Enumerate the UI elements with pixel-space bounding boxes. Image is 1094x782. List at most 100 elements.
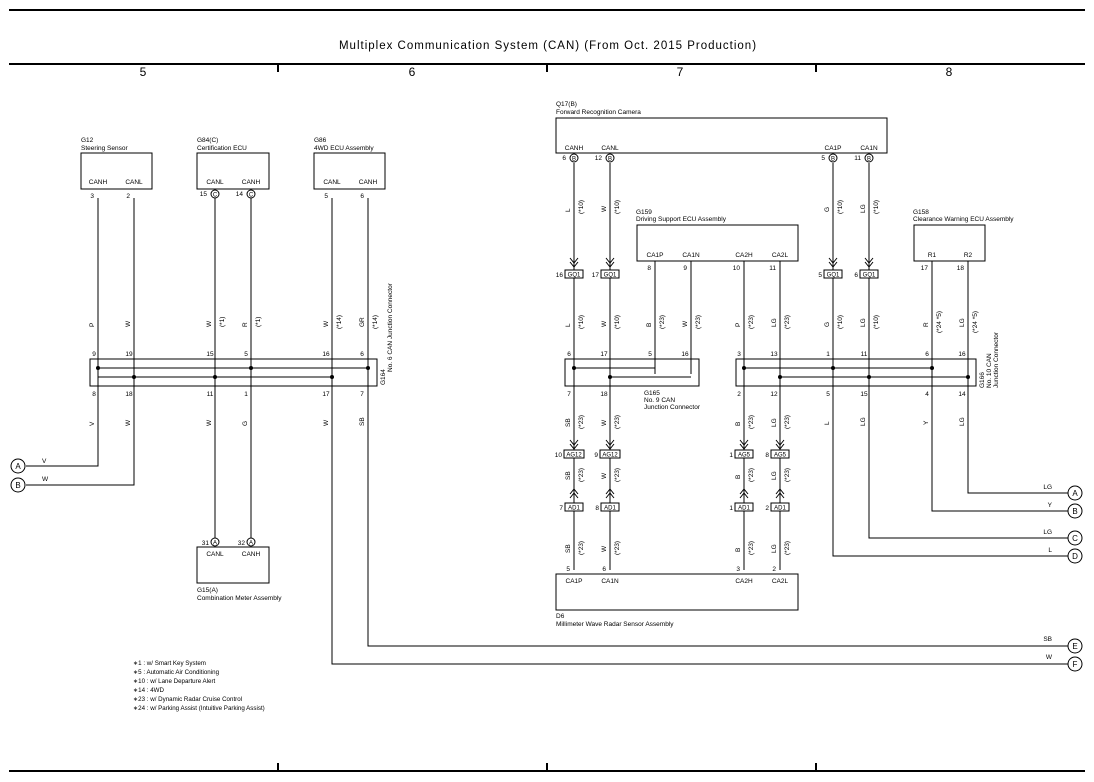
- pin-label: CA1P: [825, 145, 842, 152]
- pin-label: R2: [964, 252, 973, 259]
- wire-note: (*23): [748, 468, 755, 482]
- wire-color: SB: [565, 418, 572, 427]
- combination-meter-box: [196, 546, 270, 584]
- wire-note: (*23): [748, 541, 755, 555]
- pin-number: 11: [207, 391, 214, 398]
- pin-number: 6: [925, 351, 929, 358]
- ag12-connector: [563, 449, 585, 459]
- pin-number: 2: [772, 566, 776, 573]
- pin-number: 10: [555, 452, 563, 459]
- pin-number: 6: [360, 351, 364, 358]
- wire-note: (*24 *5): [936, 311, 943, 333]
- offpage-letter: D: [1072, 552, 1078, 561]
- wire-color: LG: [771, 418, 778, 427]
- pin-number: 5: [244, 351, 248, 358]
- component-code: G159: [636, 209, 652, 216]
- driving-support-ecu-box: [636, 224, 799, 262]
- pin-number: 32: [238, 540, 246, 547]
- pin-number: 1: [729, 505, 733, 512]
- pin-number: 11: [854, 155, 861, 162]
- inline-connector-id: AD1: [738, 506, 750, 512]
- wires: [26, 163, 1068, 665]
- wire-color: B: [646, 323, 653, 327]
- pin-label: CA1N: [601, 578, 619, 585]
- ag12-connector: [599, 449, 621, 459]
- connector-a-symbol: [210, 537, 220, 547]
- ad1-connector: [770, 502, 790, 512]
- wire-note: (*23): [784, 541, 791, 555]
- wire-note: (*10): [578, 200, 585, 214]
- radar-sensor-box: [555, 573, 799, 611]
- offpage-wire-color: L: [1048, 547, 1052, 554]
- pin-number: 12: [595, 155, 603, 162]
- wire-color: LG: [860, 417, 867, 426]
- connector-letter: A: [249, 541, 253, 547]
- pin-number: 3: [90, 193, 94, 200]
- junction-label: G165: [644, 390, 660, 397]
- pin-number: 18: [957, 265, 965, 272]
- wire-note: (*10): [873, 200, 880, 214]
- component-code: G158: [913, 209, 929, 216]
- inline-connector-id: AD1: [604, 506, 616, 512]
- wire-note: (*23): [614, 468, 621, 482]
- pin-number: 1: [729, 452, 733, 459]
- wire-color: B: [735, 422, 742, 426]
- junction-label: G166: [979, 372, 986, 388]
- wire-note: (*10): [837, 315, 844, 329]
- pin-label: CA2H: [735, 252, 753, 259]
- pin-number: 8: [92, 391, 96, 398]
- connector-c-symbol: [246, 189, 256, 199]
- footnote: ∗5 : Automatic Air Conditioning: [133, 669, 220, 676]
- component-code: D6: [556, 613, 565, 620]
- column-number: 6: [409, 65, 416, 79]
- steering-sensor-box: [80, 152, 153, 190]
- pin-number: 5: [826, 391, 830, 398]
- pin-number: 6: [562, 155, 566, 162]
- pin-number: 2: [737, 391, 741, 398]
- connector-letter: B: [831, 157, 835, 163]
- offpage-wire-color: V: [42, 458, 47, 465]
- wire-note: (*23): [784, 315, 791, 329]
- wire-note: (*23): [784, 415, 791, 429]
- diagram-title: Multiplex Communication System (CAN) (Fr…: [339, 40, 757, 52]
- wire-color: SB: [565, 544, 572, 553]
- wire-color: LG: [860, 204, 867, 213]
- wire-color: LG: [959, 318, 966, 327]
- component-code: G12: [81, 137, 94, 144]
- component-name: 4WD ECU Assembly: [314, 145, 374, 152]
- connector-b-symbol: [828, 153, 838, 163]
- wire-color: W: [601, 205, 608, 212]
- wire-note: (*23): [578, 468, 585, 482]
- wire-color: R: [242, 322, 249, 327]
- pin-number: 7: [559, 505, 563, 512]
- inline-connector-id: GQ1: [863, 273, 876, 279]
- ag5-connector: [770, 449, 790, 459]
- pin-label: CA2L: [772, 578, 789, 585]
- pin-number: 15: [860, 391, 868, 398]
- pin-number: 8: [595, 505, 599, 512]
- pin-number: 6: [854, 272, 858, 279]
- wire-color: LG: [860, 318, 867, 327]
- inline-connector-id: AD1: [774, 506, 786, 512]
- wire-note: (*23): [659, 315, 666, 329]
- junction-connector-g165: [564, 358, 700, 387]
- offpage-connectors-left: A V B W: [10, 458, 49, 493]
- pin-number: 11: [861, 351, 868, 358]
- footnote: ∗14 : 4WD: [133, 687, 165, 694]
- forward-camera-box: [555, 117, 888, 154]
- connector-b-symbol: [605, 153, 615, 163]
- column-number: 7: [677, 65, 684, 79]
- footnote: ∗10 : w/ Lane Departure Alert: [133, 678, 216, 685]
- pin-number: 7: [567, 391, 571, 398]
- wire-color: L: [565, 208, 572, 212]
- wire-color: W: [601, 545, 608, 552]
- connector-b-symbol: [569, 153, 579, 163]
- pin-number: 1: [244, 391, 248, 398]
- wire-color-labels: P W W (*1) R (*1) W (*14) GR (*14) V W W…: [89, 200, 979, 555]
- wire-color: V: [89, 421, 96, 426]
- pin-number: 11: [769, 265, 776, 272]
- pin-number: 3: [736, 566, 740, 573]
- pin-label: CA1N: [860, 145, 878, 152]
- pin-number: 17: [592, 272, 600, 279]
